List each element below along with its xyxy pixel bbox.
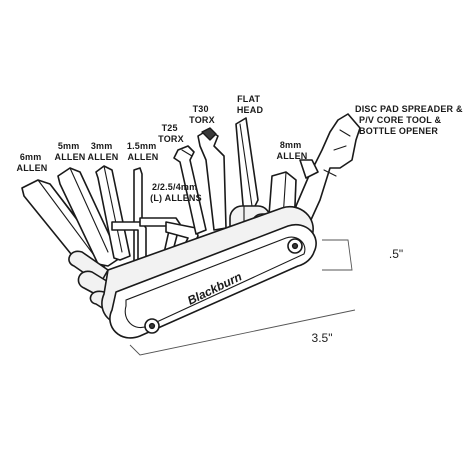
length-dimension-line [129,309,356,356]
label-allen-6mm-type: ALLEN [17,163,48,173]
front-screw [144,318,160,334]
label-allen-1-5mm: 1.5mm ALLEN [127,141,159,162]
label-length-dimension: 3.5" [312,331,333,345]
label-torx-t25: T25 TORX [158,123,184,144]
label-disc-pad-line1: DISC PAD SPREADER & [355,104,463,114]
label-allen-6mm-size: 6mm [20,152,42,162]
label-flat-head-word2: HEAD [237,105,264,115]
label-disc-pad-line2: P/V CORE TOOL & [359,115,441,125]
label-torx-t30: T30 TORX [189,104,215,125]
label-thickness-dimension: .5" [389,247,403,261]
torx-t30-tool [197,127,227,231]
label-disc-pad-spreader: DISC PAD SPREADER & P/V CORE TOOL & BOTT… [355,104,465,136]
label-flat-head: FLAT HEAD [237,94,264,115]
label-l-allens-type: (L) ALLENS [150,193,202,203]
label-allen-8mm-type: ALLEN [277,151,308,161]
thickness-dimension-line [322,239,353,271]
allen-5mm-tool [57,167,121,267]
label-allen-5mm-size: 5mm [58,141,80,151]
label-allen-3mm: 3mm ALLEN [88,141,119,162]
label-torx-t25-size: T25 [162,123,178,133]
flat-head-tool [235,117,259,217]
label-allen-5mm: 5mm ALLEN [55,141,86,162]
label-allen-5mm-type: ALLEN [55,152,86,162]
label-l-allens: 2/2.5/4mm (L) ALLENS [150,182,202,203]
label-flat-head-word1: FLAT [237,94,260,104]
rear-screw [287,238,303,254]
label-l-allens-sizes: 2/2.5/4mm [152,182,197,192]
label-allen-1-5mm-type: ALLEN [128,152,159,162]
label-disc-pad-line3: BOTTLE OPENER [359,126,438,136]
label-allen-3mm-type: ALLEN [88,152,119,162]
label-torx-t30-size: T30 [193,104,209,114]
callout-labels: 6mm ALLEN 5mm ALLEN 3mm ALLEN 1.5mm ALLE… [17,94,465,345]
label-torx-t25-type: TORX [158,134,184,144]
front-side-plate [109,223,317,339]
label-allen-8mm-size: 8mm [280,140,302,150]
label-allen-3mm-size: 3mm [91,141,113,151]
label-allen-6mm: 6mm ALLEN [17,152,48,173]
label-allen-8mm: 8mm ALLEN [277,140,308,161]
disc-pad-spreader-tool [295,113,361,229]
dimension-lines [129,239,356,356]
torx-t25-tool [173,145,207,235]
label-torx-t30-type: TORX [189,115,215,125]
label-allen-1-5mm-size: 1.5mm [127,141,157,151]
allen-3mm-tool [95,165,131,261]
